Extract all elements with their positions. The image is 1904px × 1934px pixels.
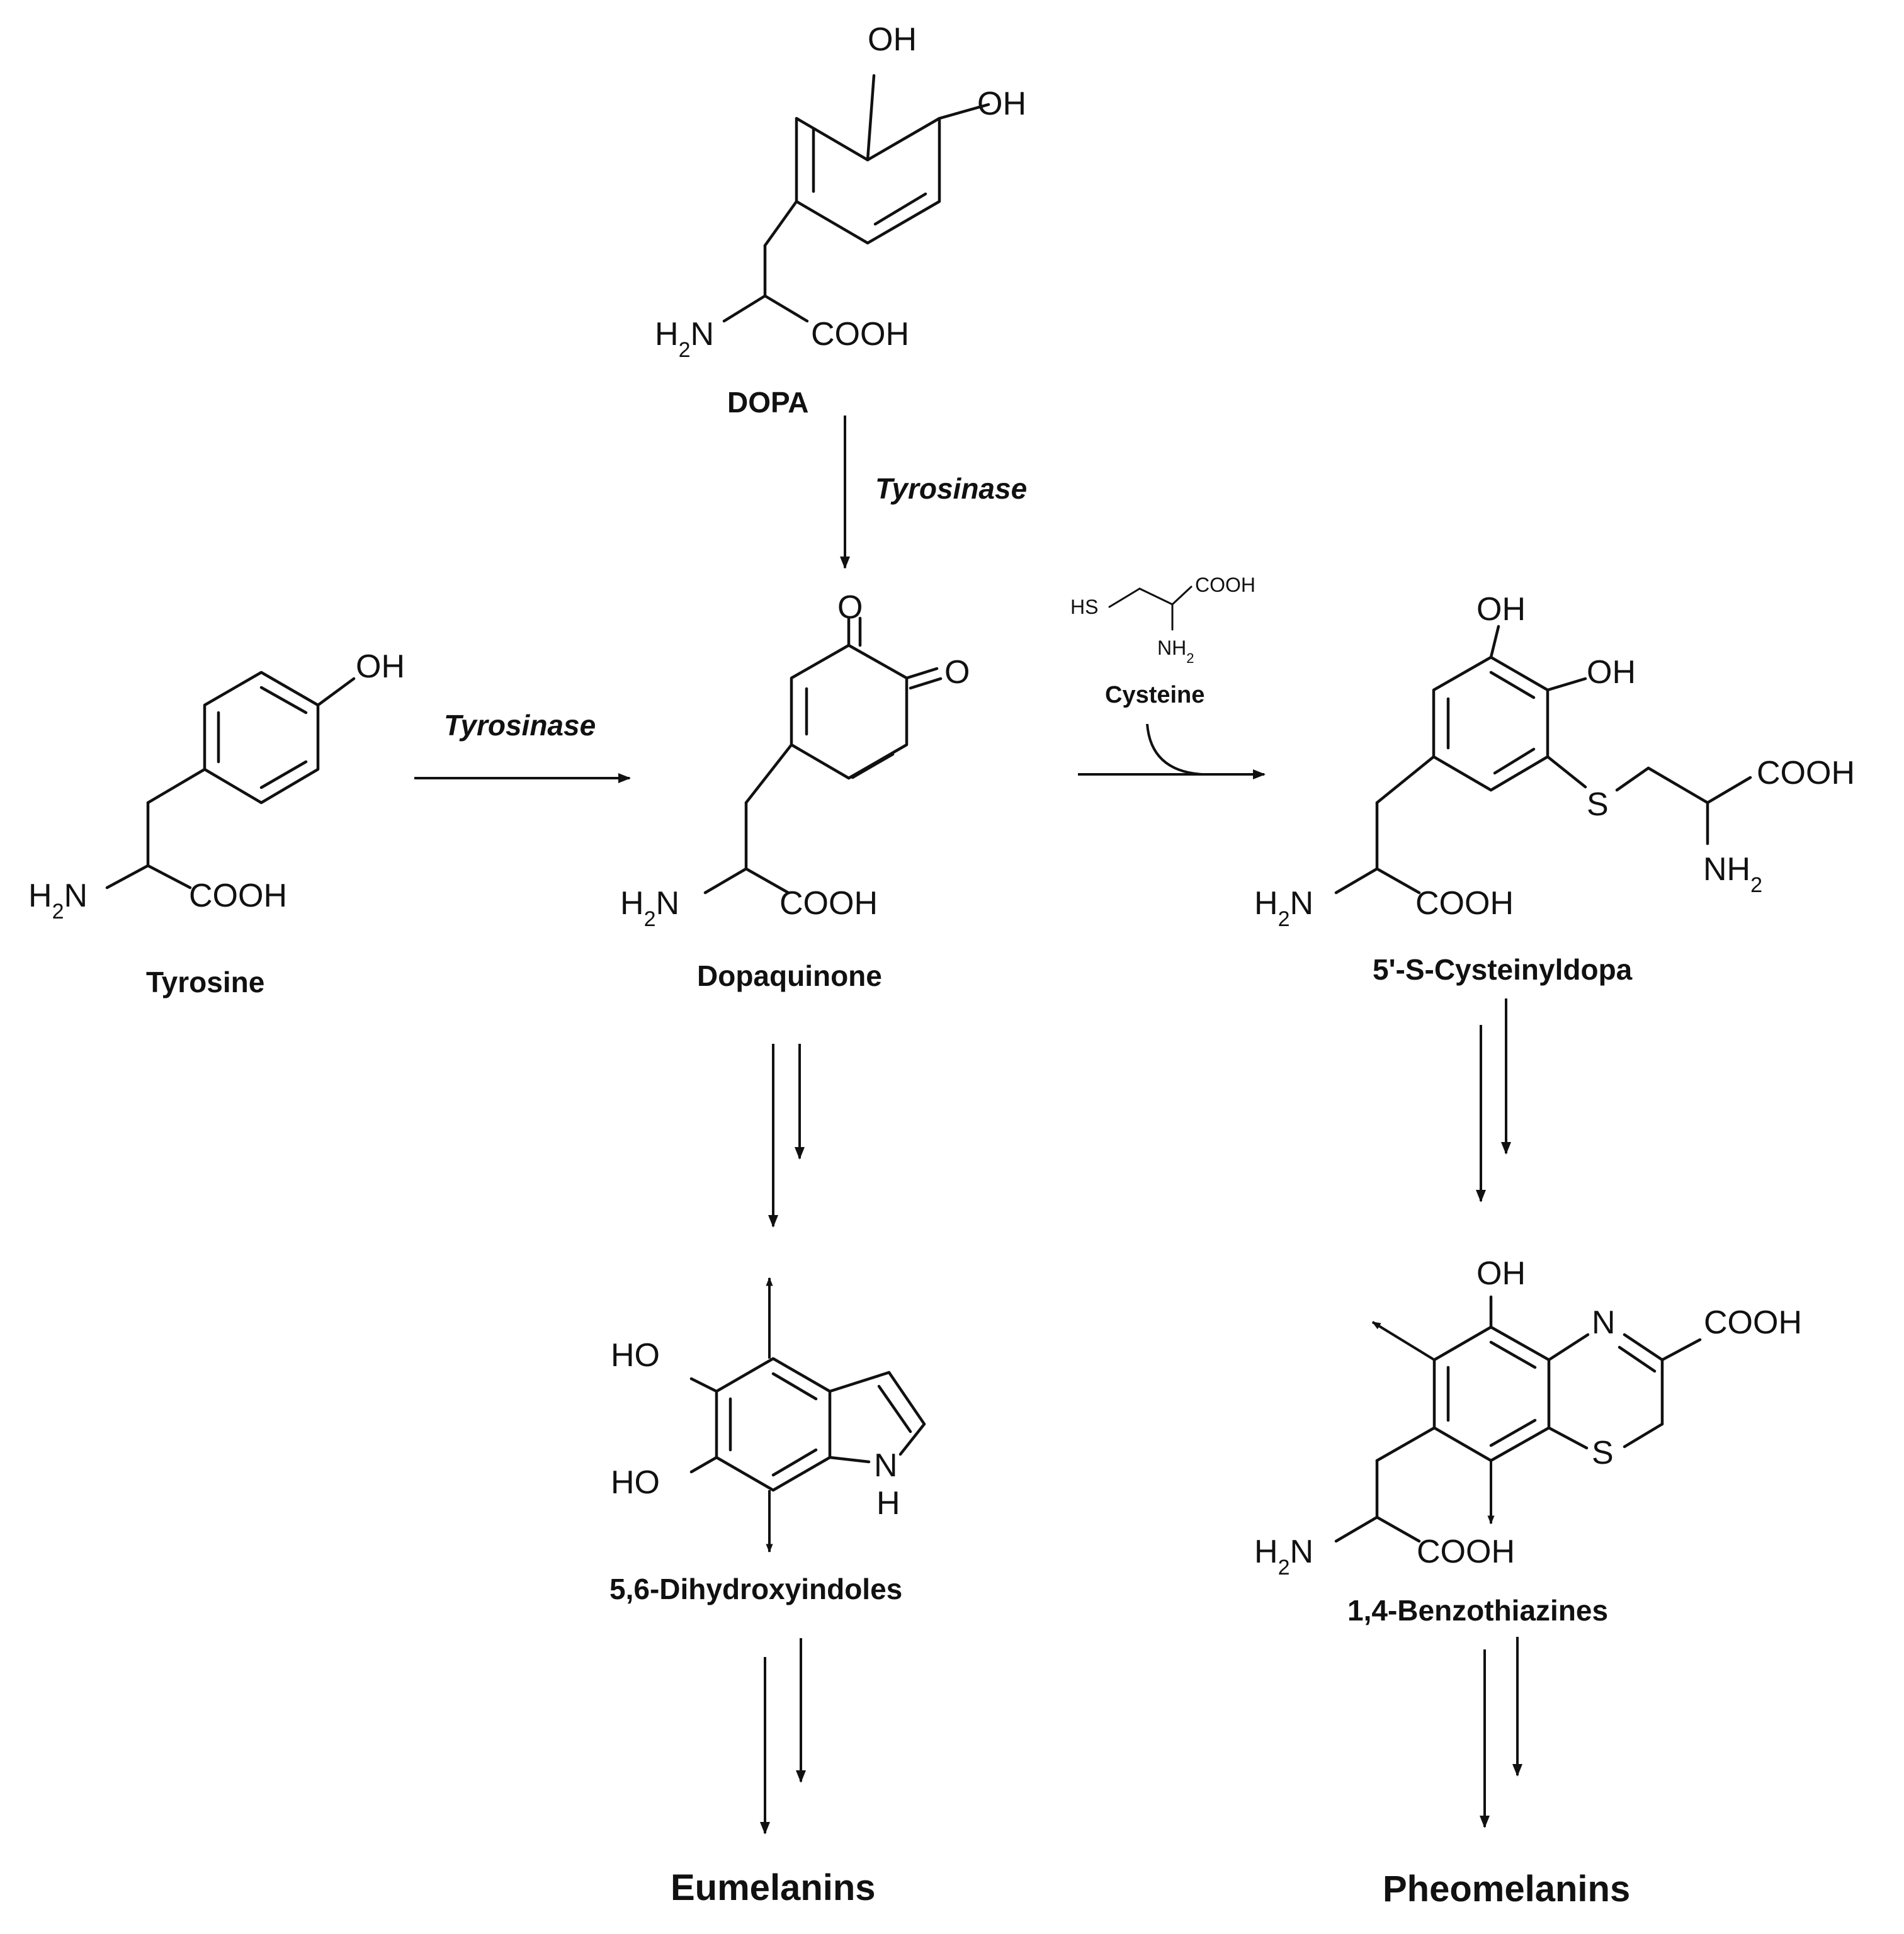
dopa-amine: H2N <box>655 316 714 362</box>
benzothiazines-structure <box>1334 1295 1702 1543</box>
dihydroxyindoles-name: 5,6-Dihydroxyindoles <box>609 1573 902 1605</box>
cysteinyldopa-acid-2: COOH <box>1415 885 1514 922</box>
benzothiazines-name: 1,4-Benzothiazines <box>1347 1594 1608 1627</box>
dopa-acid: COOH <box>811 316 909 353</box>
dopa-oh-4: OH <box>977 86 1026 122</box>
tyrosine-acid: COOH <box>189 878 287 914</box>
benzothiazine-amine: H2N <box>1254 1534 1313 1580</box>
cysteine-acid: COOH <box>1195 574 1255 596</box>
indole-ho-5: HO <box>611 1337 660 1374</box>
enzyme-label-tyrosinase-1: Tyrosinase <box>875 472 1027 505</box>
cysteine-addition-hook <box>1146 723 1203 776</box>
tyrosine-oh: OH <box>356 648 405 685</box>
cysteinyldopa-name: 5'-S-Cysteinyldopa <box>1373 953 1633 986</box>
enzyme-label-tyrosinase-2: Tyrosinase <box>444 709 596 742</box>
dopa-oh-3: OH <box>868 21 917 58</box>
tyrosine-name: Tyrosine <box>146 966 264 998</box>
cysteinyldopa-structure <box>1334 625 1752 895</box>
indole-hydrogen: H <box>876 1485 900 1522</box>
benzothiazine-sulfur: S <box>1592 1435 1614 1471</box>
dopaquinone-structure <box>703 616 943 895</box>
dopa-name: DOPA <box>727 386 809 419</box>
benzothiazine-acid-1: COOH <box>1704 1304 1802 1341</box>
dopaquinone-o-1: O <box>837 589 863 626</box>
cysteinyldopa-amine-1: NH2 <box>1703 851 1762 897</box>
eumelanins-label: Eumelanins <box>671 1867 876 1908</box>
cysteine-name: Cysteine <box>1105 682 1204 708</box>
dopaquinone-name: Dopaquinone <box>697 959 882 992</box>
indole-nitrogen: N <box>874 1447 898 1484</box>
tyrosine-amine: H2N <box>28 878 88 924</box>
cysteinyldopa-oh-1: OH <box>1476 591 1526 628</box>
pheomelanins-label: Pheomelanins <box>1383 1869 1630 1909</box>
cysteine-amine: NH2 <box>1157 636 1194 666</box>
cysteinyldopa-sulfur: S <box>1587 786 1609 823</box>
benzothiazine-oh: OH <box>1476 1255 1526 1292</box>
dihydroxyindoles-structure <box>689 1357 926 1492</box>
dopa-structure <box>722 74 990 323</box>
dopaquinone-amine: H2N <box>620 885 679 931</box>
cysteine-thiol: HS <box>1070 596 1098 618</box>
cysteinyldopa-acid-1: COOH <box>1757 755 1855 791</box>
cysteine-structure <box>1108 585 1193 631</box>
benzothiazine-polymerization-arrow-left <box>1371 1321 1436 1361</box>
benzothiazine-nitrogen: N <box>1592 1304 1616 1341</box>
tyrosine-structure <box>105 670 356 890</box>
benzothiazine-acid-2: COOH <box>1417 1534 1515 1570</box>
dopaquinone-o-2: O <box>944 654 970 691</box>
indole-ho-6: HO <box>611 1464 660 1501</box>
dopaquinone-acid: COOH <box>779 885 878 922</box>
cysteinyldopa-amine-2: H2N <box>1254 885 1313 931</box>
cysteinyldopa-oh-2: OH <box>1587 654 1636 691</box>
